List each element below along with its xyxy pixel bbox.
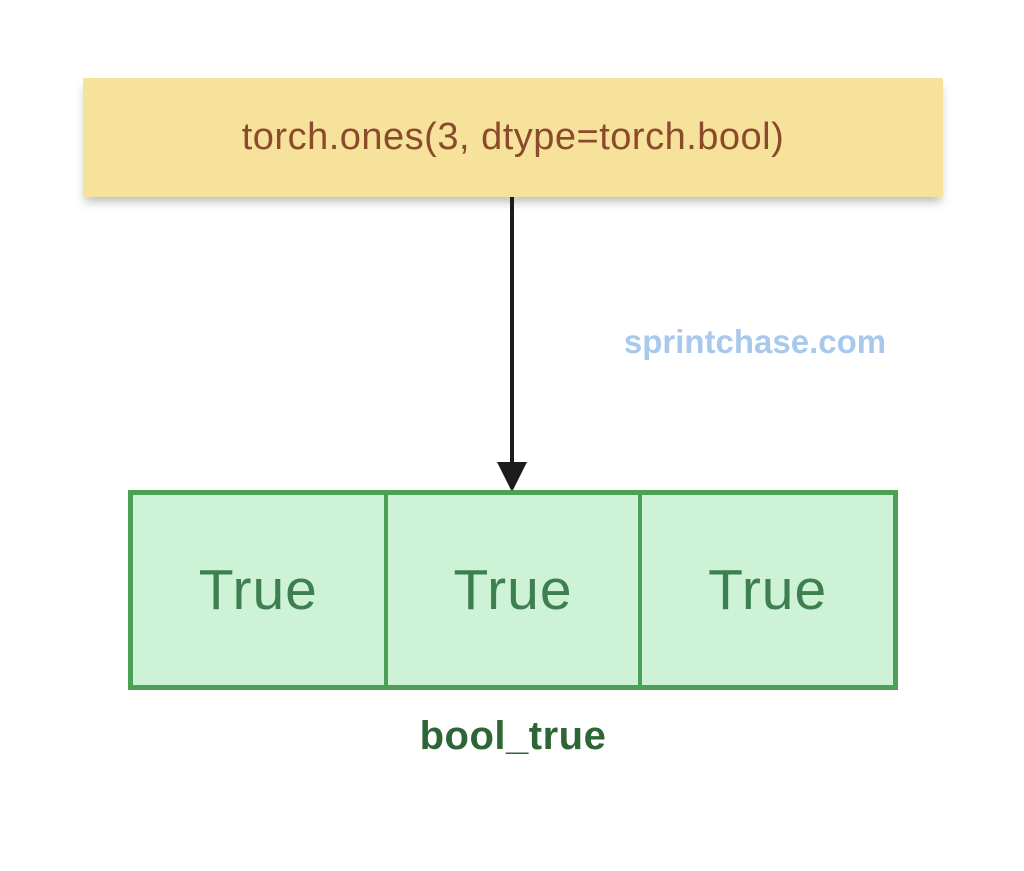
array-cell: True bbox=[133, 495, 384, 685]
array-cell: True bbox=[383, 495, 639, 685]
cell-value: True bbox=[198, 558, 318, 622]
code-text: torch.ones(3, dtype=torch.bool) bbox=[241, 116, 785, 158]
array-cell: True bbox=[638, 495, 893, 685]
cell-value: True bbox=[453, 558, 573, 622]
watermark: sprintchase.com bbox=[623, 323, 887, 360]
cell-value: True bbox=[708, 558, 828, 622]
tensor-array: True True True bbox=[128, 490, 898, 690]
code-box: torch.ones(3, dtype=torch.bool) bbox=[83, 78, 943, 197]
array-label: bool_true bbox=[419, 714, 607, 758]
